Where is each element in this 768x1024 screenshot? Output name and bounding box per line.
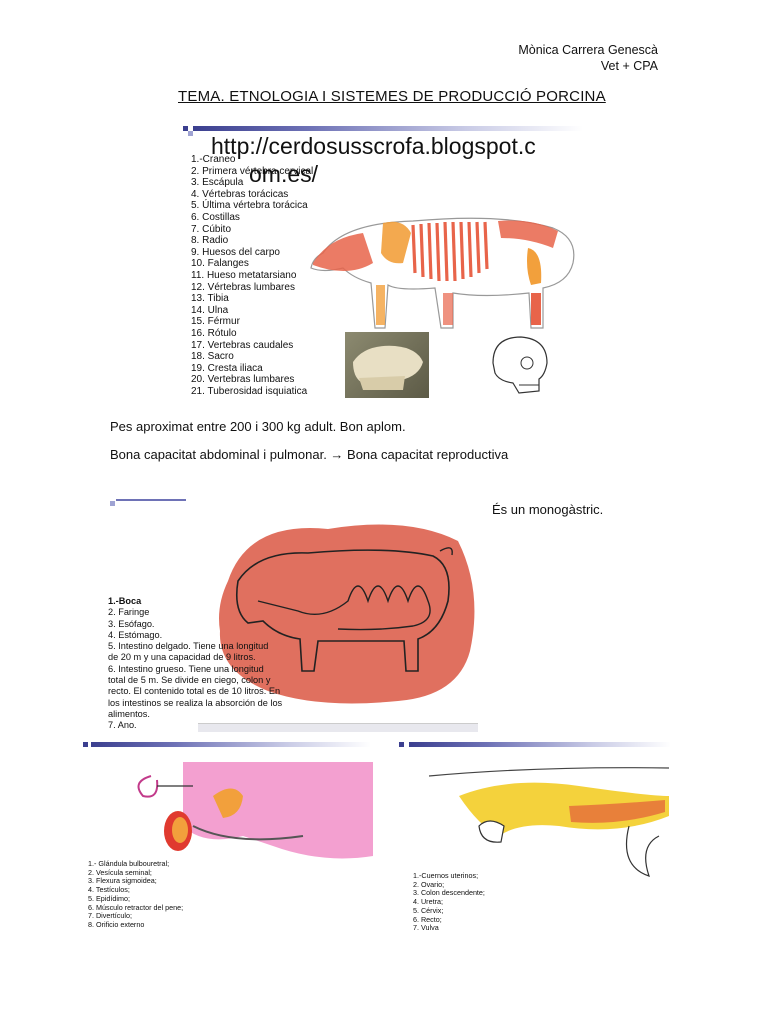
- figure-title-bar: [193, 126, 583, 131]
- capacity-paragraph: Bona capacitat abdominal i pulmonar. → B…: [110, 447, 509, 462]
- pig-skull-photo: [345, 332, 429, 398]
- embedded-scrollbar-strip: [198, 723, 478, 732]
- bar-square: [110, 501, 115, 506]
- author-name: Mònica Carrera Genescà: [518, 43, 658, 57]
- bar-square: [399, 742, 404, 747]
- figure-title-bar: [409, 742, 671, 747]
- digestive-figure: 1.-Boca 2. Faringe 3. Esófago. 4. Estóma…: [108, 497, 482, 732]
- digestive-system-illustration: [219, 524, 475, 704]
- skeleton-legend: 1.-Craneo 2. Primera vértebra cervical 3…: [191, 154, 314, 397]
- monogastric-note: És un monogàstric.: [492, 502, 604, 517]
- female-reproductive-figure: 1.-Cuernos uterinos; 2. Ovario; 3. Colon…: [399, 742, 679, 942]
- pig-skeleton-illustration: [310, 217, 575, 329]
- human-skull-drawing: [492, 336, 548, 394]
- male-legend: 1.- Glándula bulbouretral; 2. Vesícula s…: [88, 859, 184, 929]
- url-watermark: http://cerdosusscrofa.blogspot.c om.es/: [211, 133, 536, 187]
- course-name: Vet + CPA: [600, 59, 658, 73]
- bar-square: [83, 742, 88, 747]
- male-reproductive-figure: 1.- Glándula bulbouretral; 2. Vesícula s…: [83, 742, 383, 942]
- page-title: TEMA. ETNOLOGIA I SISTEMES DE PRODUCCIÓ …: [178, 88, 606, 105]
- skull-photo-drawing: [353, 345, 423, 390]
- digestive-legend: 1.-Boca 2. Faringe 3. Esófago. 4. Estóma…: [108, 596, 283, 731]
- weight-paragraph: Pes aproximat entre 200 i 300 kg adult. …: [110, 419, 406, 434]
- bar-square: [183, 126, 188, 131]
- figure-title-bar: [116, 499, 186, 501]
- page-header: Mònica Carrera Genescà Vet + CPA: [518, 42, 658, 74]
- skeleton-figure: http://cerdosusscrofa.blogspot.c om.es/ …: [183, 123, 583, 403]
- bar-square: [188, 131, 193, 136]
- figure-title-bar: [91, 742, 371, 747]
- female-legend: 1.-Cuernos uterinos; 2. Ovario; 3. Colon…: [413, 871, 485, 933]
- female-anatomy-illustration: [428, 767, 670, 877]
- male-anatomy-illustration: [137, 762, 373, 859]
